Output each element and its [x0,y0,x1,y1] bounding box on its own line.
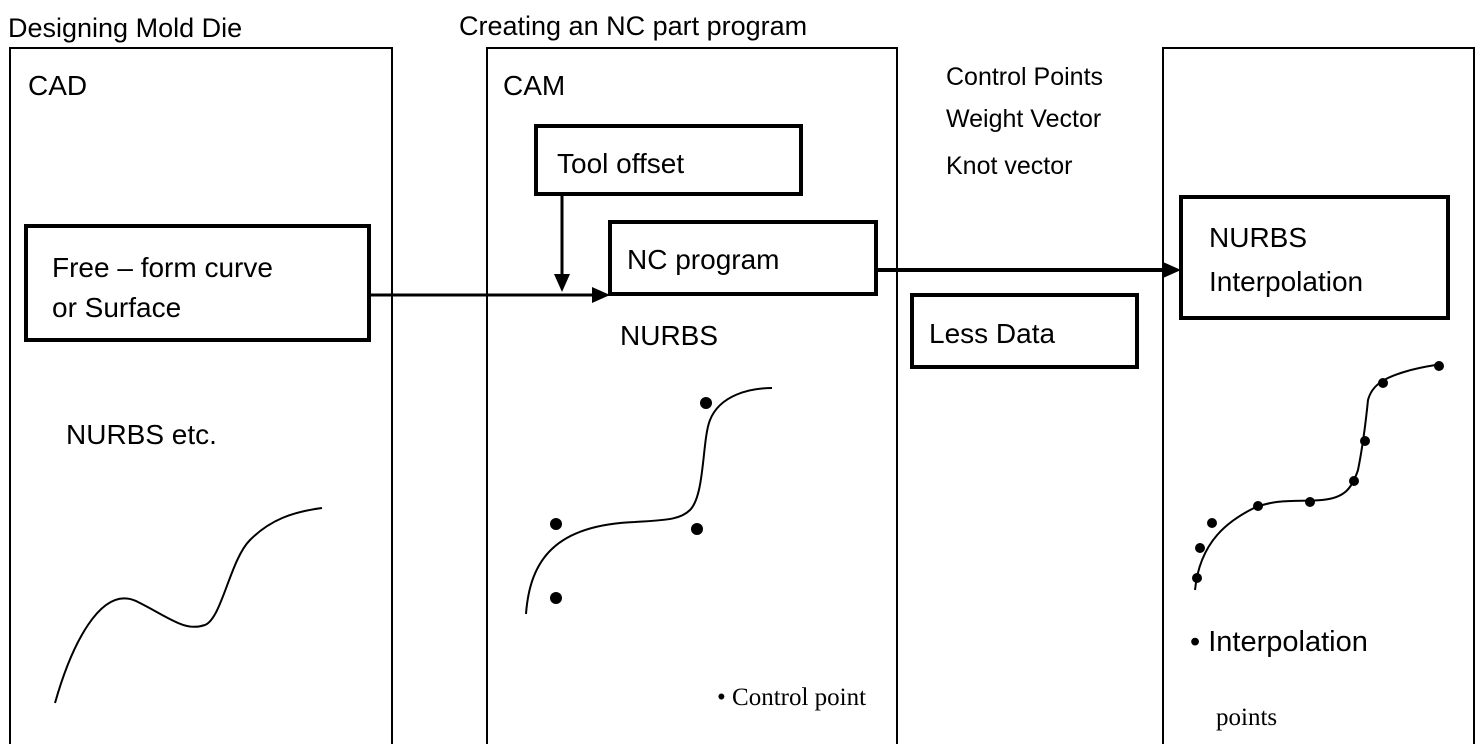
flow-arrow-cad-to-nc [369,287,610,303]
interpolation-point [1305,497,1315,507]
curve-box-line2: or Surface [52,292,182,323]
tool-offset-label: Tool offset [557,148,685,179]
heading-program: Creating an NC part program [459,11,808,41]
nc-program-box [608,220,878,296]
transfer-line3: Knot vector [946,152,1073,180]
heading-design: Designing Mold Die [8,13,243,43]
nc-program-label: NC program [627,244,780,275]
interpolation-point [1360,436,1370,446]
control-point [550,592,562,604]
interpolation-point [1378,378,1388,388]
interpolation-point [1434,361,1444,371]
interpolation-box-line1: NURBS [1209,222,1308,253]
control-point-legend: • Control point [717,685,866,710]
control-point [691,523,703,535]
transfer-line2: Weight Vector [946,105,1102,133]
interpolation-legend-label: Interpolation [1208,626,1368,658]
bullet-icon: • [1190,626,1201,658]
control-point-legend-label: Control point [732,684,867,711]
cad-free-form-curve [54,507,323,704]
interpolation-point [1349,476,1359,486]
cam-panel [486,47,898,744]
interpolation-legend: • Interpolation [1190,628,1368,657]
interpolation-point [1207,518,1217,528]
interpolation-points [1192,361,1444,583]
cam-label: CAM [503,70,566,101]
interpolated-curve [1194,363,1443,591]
tool-offset-box [534,124,803,196]
less-data-box [910,293,1139,369]
less-data-label: Less Data [929,318,1056,349]
tool-offset-arrow [554,194,570,292]
interpolation-box-line2: Interpolation [1209,266,1364,297]
bullet-icon: • [717,684,726,711]
cad-label: CAD [28,70,88,101]
control-points [550,397,712,604]
transfer-line1: Control Points [946,63,1104,91]
interpolation-point [1195,543,1205,553]
interpolation-point [1192,573,1202,583]
control-point [550,518,562,530]
interpolation-box [1179,195,1450,320]
cam-nurbs-curve [525,387,773,615]
curve-box-line1: Free – form curve [52,252,273,283]
cad-note: NURBS etc. [66,419,217,450]
flow-arrow-nc-to-interpolation [876,262,1181,278]
controller-panel [1162,47,1475,744]
interpolation-legend-label2: points [1216,704,1278,731]
control-point [700,397,712,409]
cam-nurbs-label: NURBS [620,320,719,351]
cad-panel [9,47,393,744]
interpolation-point [1253,501,1263,511]
curve-box [24,224,371,342]
